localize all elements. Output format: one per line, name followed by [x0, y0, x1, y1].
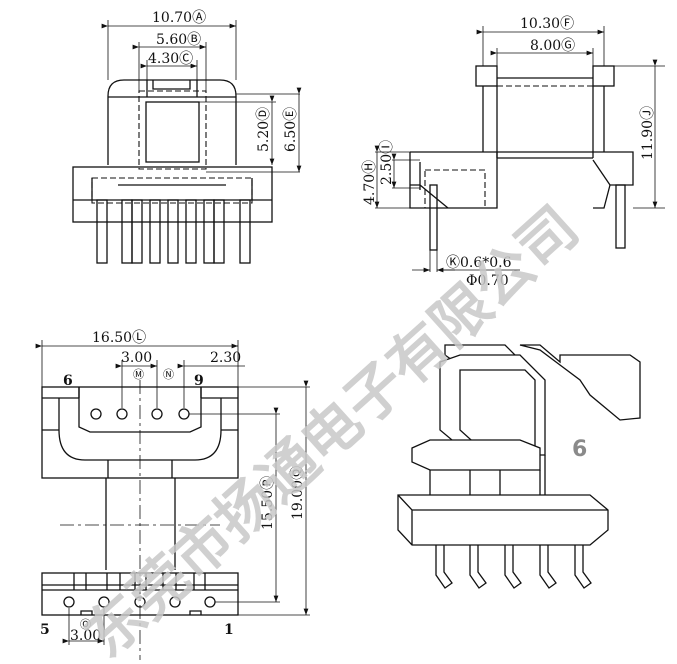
dim-b-label: 5.60Ⓑ: [156, 32, 201, 48]
dim-i-label: 2.50Ⓘ: [379, 140, 395, 185]
dim-l-label: 16.50Ⓛ: [92, 330, 146, 346]
dim-g-label: 8.00Ⓖ: [530, 38, 575, 54]
dim-n-value: 2.30: [210, 350, 241, 366]
bottom-view: 16.50Ⓛ 3.00 Ⓜ 2.30 Ⓝ Ⓞ 3.00 15.50Ⓟ 19.00…: [35, 330, 310, 660]
dim-c-label: 4.30Ⓒ: [148, 51, 193, 67]
front-pins: [96, 199, 251, 264]
dim-e-label: 6.50Ⓔ: [283, 107, 299, 152]
dim-f-label: 10.30Ⓕ: [520, 16, 574, 32]
dim-h-label: 4.70Ⓗ: [362, 160, 378, 205]
dim-d-label: 5.20Ⓓ: [256, 107, 272, 152]
pin-label-9: 9: [194, 373, 204, 389]
side-view: 10.30Ⓕ 8.00Ⓖ 4.70Ⓗ 2.50Ⓘ 11.90Ⓙ Ⓚ0.6*0.6…: [362, 16, 665, 289]
isometric-view: 6: [397, 344, 641, 589]
pin-label-5: 5: [40, 622, 50, 638]
dim-j-label: 11.90Ⓙ: [640, 106, 656, 160]
dim-m-marker: Ⓜ: [133, 368, 144, 381]
dim-k-label: Ⓚ0.6*0.6: [446, 255, 512, 271]
iso-pins: [435, 545, 592, 589]
front-view: 10.70Ⓐ 5.60Ⓑ 4.30Ⓒ 5.20Ⓓ 6.50Ⓔ: [72, 10, 302, 264]
dim-n-marker: Ⓝ: [163, 368, 174, 381]
iso-pin-count-label: 6: [572, 437, 587, 462]
pin-label-1: 1: [224, 622, 234, 638]
dim-q-label: 19.00Ⓠ: [290, 466, 306, 520]
pin-diameter-label: Φ0.70: [466, 273, 509, 289]
dim-o-marker: Ⓞ: [80, 618, 91, 631]
dim-o-value: 3.00: [70, 628, 101, 644]
dim-p-label: 15.50Ⓟ: [260, 476, 276, 530]
pin-holes-top: [90, 408, 190, 420]
dim-m-value: 3.00: [121, 350, 152, 366]
dim-a-label: 10.70Ⓐ: [152, 10, 206, 26]
pin-label-6: 6: [63, 373, 73, 389]
